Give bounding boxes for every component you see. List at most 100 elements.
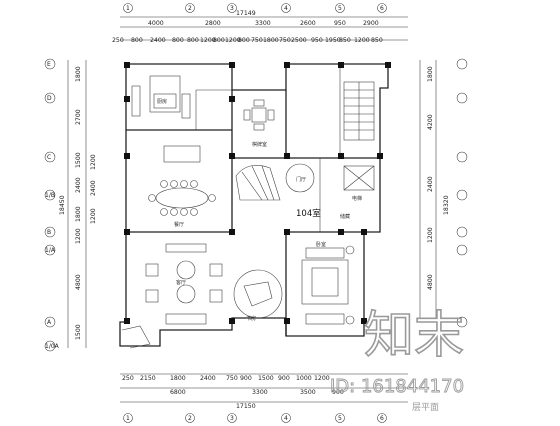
elevator-label: 电梯 (352, 195, 362, 202)
axis-top-1: 1 (126, 5, 130, 12)
left-dim-6: 1200 (75, 228, 82, 244)
bottom-dim-r2-4: 900 (332, 389, 344, 396)
right-dim-4: 1200 (427, 227, 434, 243)
left-dim-5: 1800 (75, 206, 82, 222)
bedroom-area: 卧室 (301, 241, 355, 325)
top-dim-r2-1: 250 (112, 37, 124, 44)
axis-left-1B: 1/B (45, 192, 55, 199)
bottom-dim-8: 900 (278, 375, 290, 382)
top-dim-r2-6: 1200 (200, 37, 216, 44)
left-dim-4: 2400 (75, 177, 82, 193)
top-dim-r2-18: 850 (371, 37, 383, 44)
stair-core: 电梯 (235, 81, 375, 202)
axis-top-3: 3 (230, 5, 234, 12)
right-dim-2: 4200 (427, 114, 434, 130)
axis-bottom-2: 2 (188, 415, 192, 422)
storage-label: 储藏 (340, 213, 350, 220)
axis-top-6: 6 (380, 5, 384, 12)
bottom-dim-6: 900 (240, 375, 252, 382)
axis-bottom-1: 1 (126, 415, 130, 422)
living-label: 客厅 (176, 279, 186, 286)
left-dim-8: 1500 (75, 324, 82, 340)
dining-label: 餐厅 (174, 221, 184, 228)
left-dim-b-2: 2400 (90, 180, 97, 196)
bottom-dim-5: 750 (226, 375, 238, 382)
top-dim-r2-14: 950 (311, 37, 323, 44)
axis-top-2: 2 (188, 5, 192, 12)
left-dim-2: 2700 (75, 109, 82, 125)
right-total-dimension: 18320 (443, 195, 450, 215)
axis-left-A: A (47, 319, 52, 326)
axis-bottom-3: 3 (230, 415, 234, 422)
room-104-label: 104室 (296, 208, 321, 219)
top-dimension-group: 17149 4000 2800 3300 2600 950 2900 250 8… (112, 3, 408, 44)
axis-bottom-4: 4 (284, 415, 288, 422)
top-dim-1: 4000 (148, 20, 164, 27)
left-dim-b-1: 1200 (90, 154, 97, 170)
structural-columns (124, 62, 391, 324)
axis-left-10A: 1/0A (45, 343, 60, 350)
axis-left-E: E (47, 61, 51, 68)
top-dim-r2-7: 800 (213, 37, 225, 44)
left-dim-7: 4800 (75, 274, 82, 290)
bottom-dim-r2-2: 3300 (252, 389, 268, 396)
axis-left-1A: 1/A (45, 247, 56, 254)
right-dimension-group: 1800 4200 2400 1200 4800 18320 (419, 58, 468, 328)
top-dim-4: 2600 (300, 20, 316, 27)
left-dim-1: 1800 (75, 66, 82, 82)
bottom-dim-4: 2400 (200, 375, 216, 382)
axis-top-5: 5 (338, 5, 342, 12)
top-dim-r2-16: 850 (339, 37, 351, 44)
bottom-dim-2: 2150 (140, 375, 156, 382)
watermark-logo: 知末 (364, 306, 464, 364)
top-dim-2: 2800 (205, 20, 221, 27)
living-area: 客厅 (145, 243, 223, 325)
right-dim-3: 2400 (427, 176, 434, 192)
axis-left-D: D (47, 95, 52, 102)
top-dim-5: 950 (334, 20, 346, 27)
study-area: 书房 (233, 269, 283, 322)
top-dim-r2-8: 1200 (225, 37, 241, 44)
kitchen-label: 厨房 (157, 98, 167, 105)
top-dim-r2-12: 750 (279, 37, 291, 44)
bottom-dim-7: 1500 (258, 375, 274, 382)
left-total-dimension: 18450 (59, 195, 66, 215)
foyer-label: 门厅 (296, 176, 306, 183)
watermark: 知末 ID: 161844170 层平面 (330, 305, 465, 413)
bottom-dim-9: 1000 (296, 375, 312, 382)
axis-left-C: C (47, 154, 51, 161)
top-dim-r2-15: 1950 (325, 37, 341, 44)
top-dim-r2-5: 800 (187, 37, 199, 44)
axis-left-B: B (47, 229, 51, 236)
axis-bottom-5: 5 (338, 415, 342, 422)
bottom-dimension-group: 250 2150 1800 2400 750 900 1500 900 1000… (120, 373, 408, 423)
top-dim-r2-2: 800 (131, 37, 143, 44)
watermark-caption: 层平面 (412, 402, 439, 413)
right-dim-5: 4800 (427, 274, 434, 290)
kitchen-area: 厨房 (131, 75, 191, 119)
mahjong-label: 棋牌室 (252, 141, 267, 148)
axis-top-4: 4 (284, 5, 288, 12)
top-dim-r2-17: 1200 (354, 37, 370, 44)
bottom-total-dimension: 17150 (236, 403, 256, 410)
top-dim-r2-13: 2500 (291, 37, 307, 44)
left-dim-3: 1500 (75, 152, 82, 168)
bedroom-label: 卧室 (316, 241, 326, 248)
top-dim-r2-10: 750 (251, 37, 263, 44)
top-dim-r2-3: 2400 (150, 37, 166, 44)
top-total-dimension: 17149 (236, 10, 256, 17)
bottom-dim-r2-3: 3500 (300, 389, 316, 396)
top-dim-3: 3300 (255, 20, 271, 27)
foyer-area: 门厅 104室 储藏 (285, 163, 350, 220)
balcony-corner (121, 325, 151, 349)
bottom-dim-10: 1200 (314, 375, 330, 382)
left-dim-b-3: 1200 (90, 208, 97, 224)
left-dimension-group: 1800 2700 1500 2400 1800 1200 4800 1500 … (44, 58, 97, 352)
top-dim-6: 2900 (363, 20, 379, 27)
top-dim-r2-4: 800 (172, 37, 184, 44)
top-dim-r2-11: 1800 (263, 37, 279, 44)
bottom-dim-r2-1: 6800 (170, 389, 186, 396)
axis-bottom-6: 6 (380, 415, 384, 422)
watermark-id: ID: 161844170 (330, 376, 464, 397)
